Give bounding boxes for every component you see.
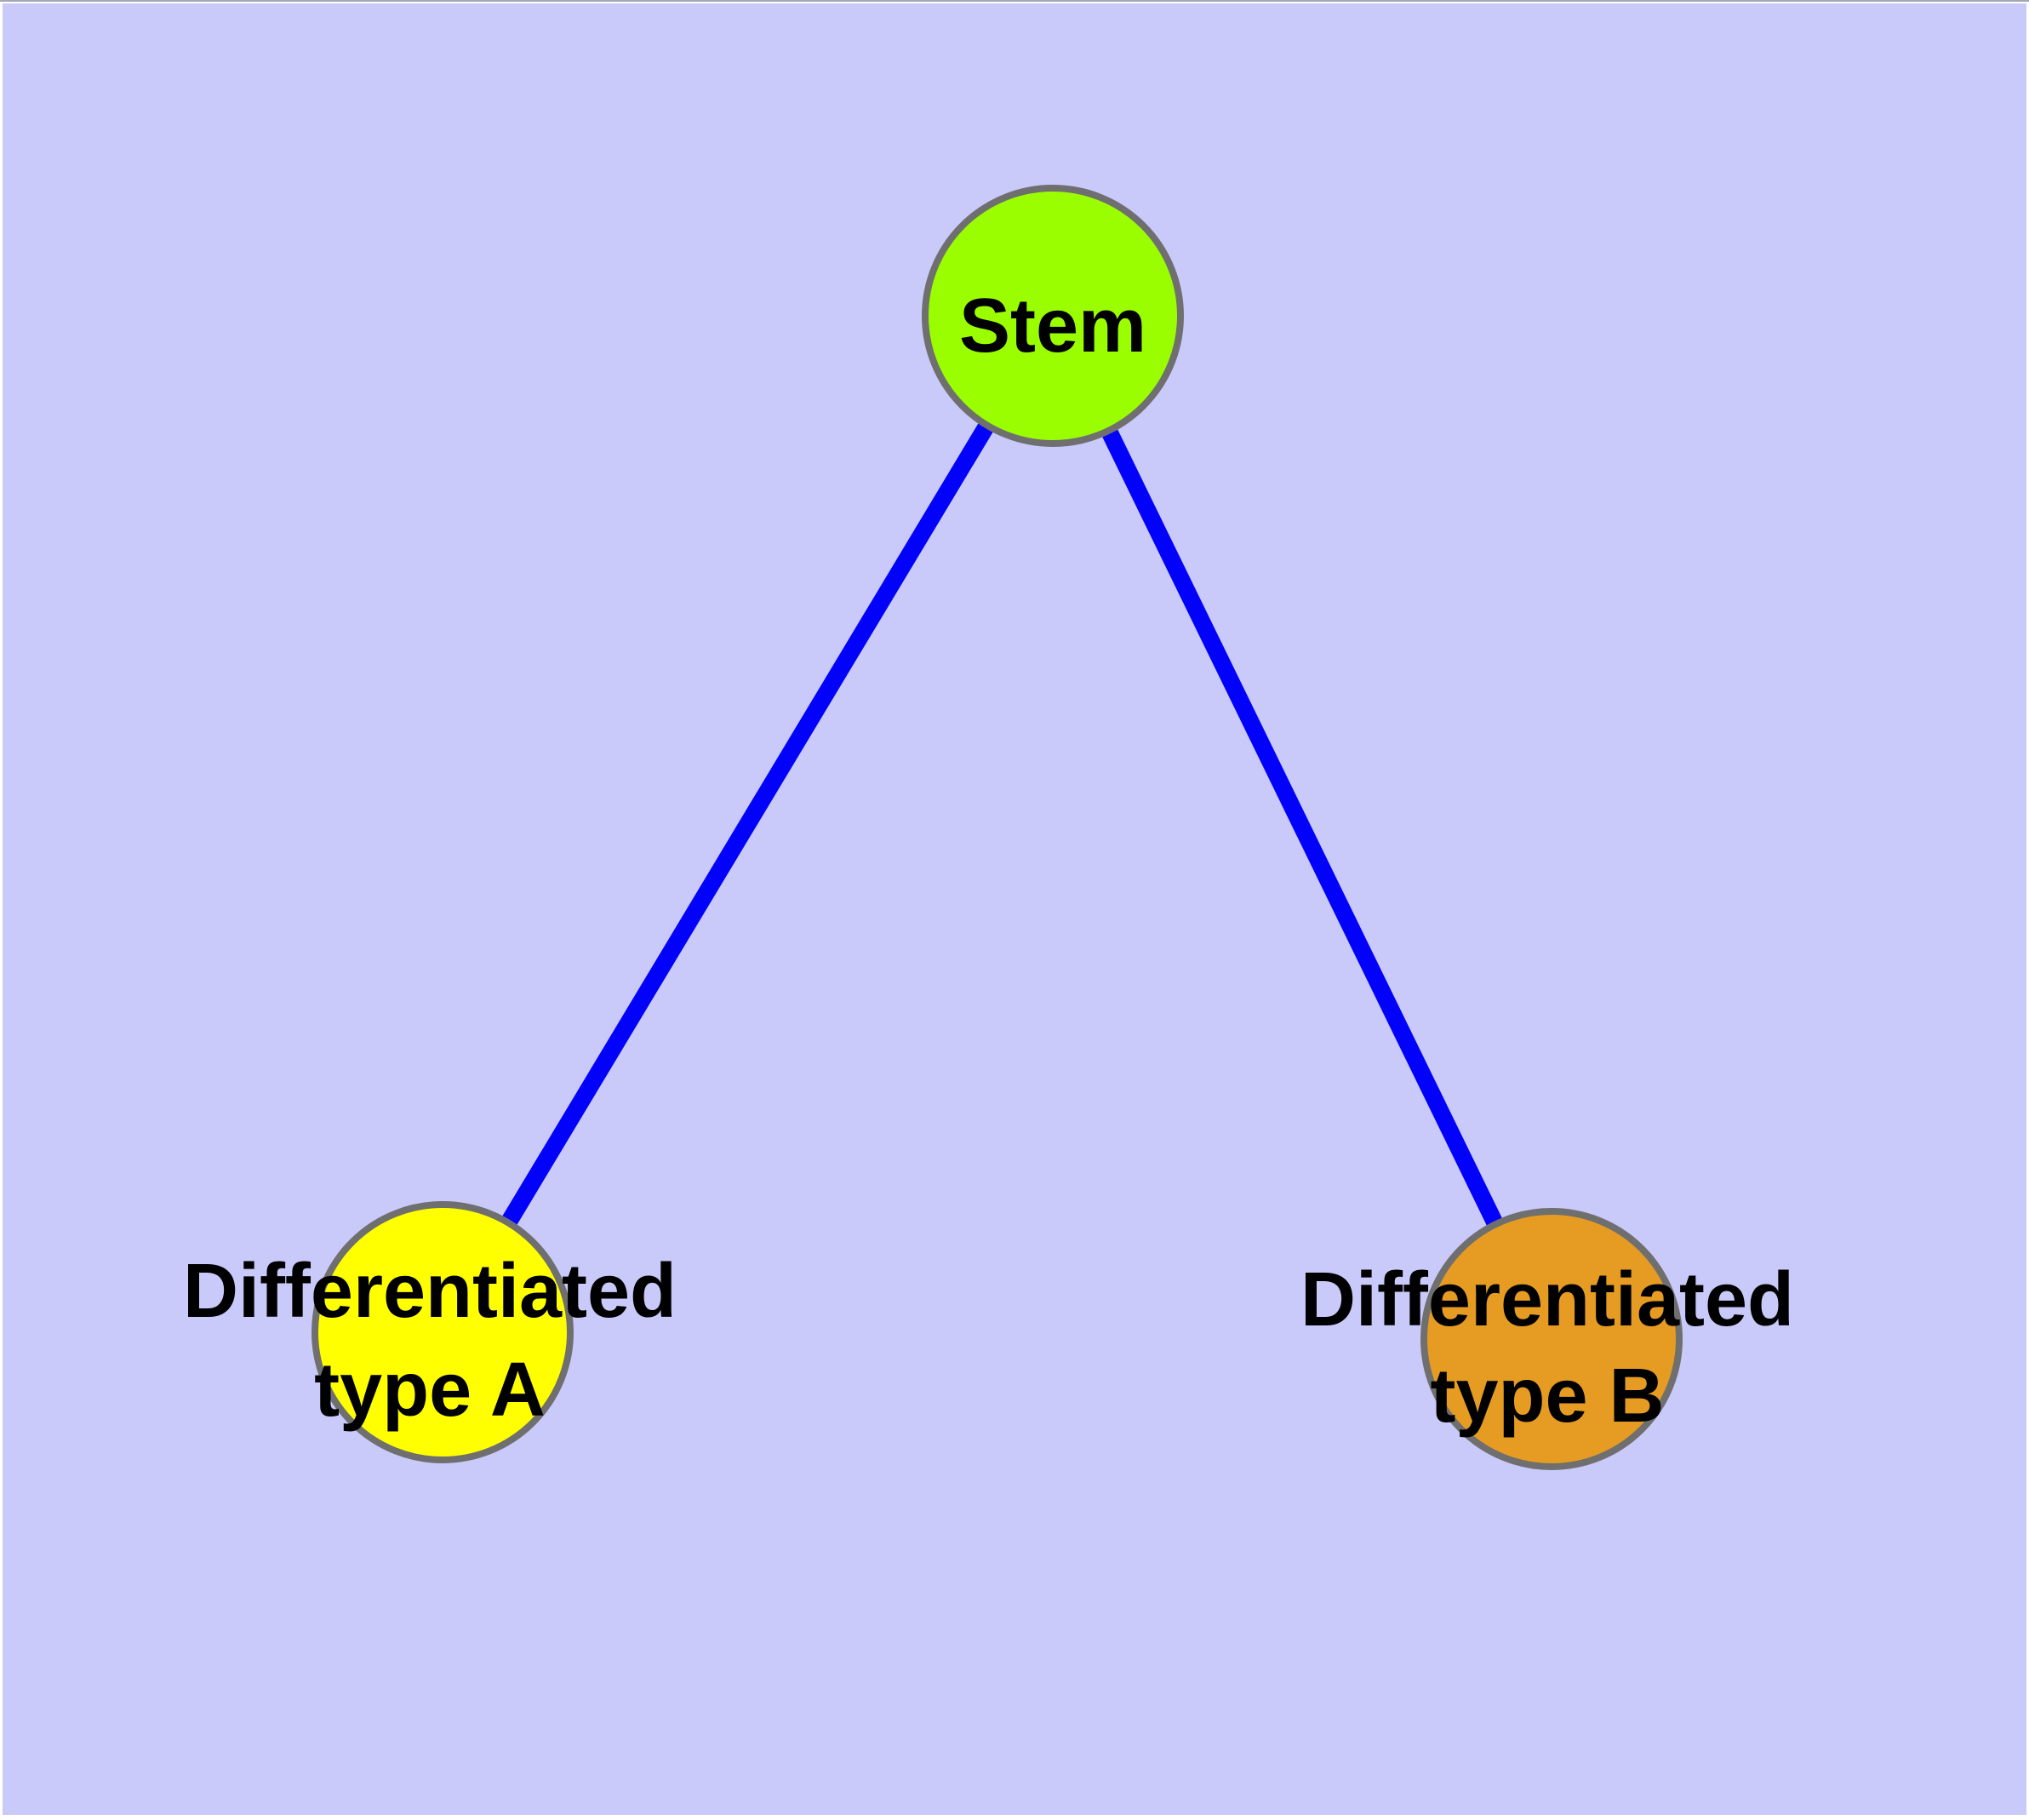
- plot-canvas: Stem Differentiated type A Differentiate…: [3, 3, 2026, 1815]
- node-stem: [922, 185, 1184, 447]
- node-type-b-label-line1: Differentiated: [1300, 1257, 1794, 1342]
- edge-stem-to-type-b: [1045, 312, 1559, 1343]
- node-stem-label: Stem: [959, 283, 1146, 369]
- node-differentiated-type-b: [1420, 1208, 1683, 1470]
- graph-canvas: Stem Differentiated type A Differentiate…: [3, 3, 2026, 1815]
- edge-stem-to-type-a: [435, 311, 1060, 1337]
- node-type-a-label-line1: Differentiated: [183, 1249, 677, 1334]
- node-differentiated-type-a: [311, 1201, 574, 1463]
- node-type-a-label-line2: type A: [314, 1348, 546, 1433]
- node-type-b-label-line2: type B: [1430, 1354, 1664, 1439]
- window-top-edge: [0, 0, 2029, 2]
